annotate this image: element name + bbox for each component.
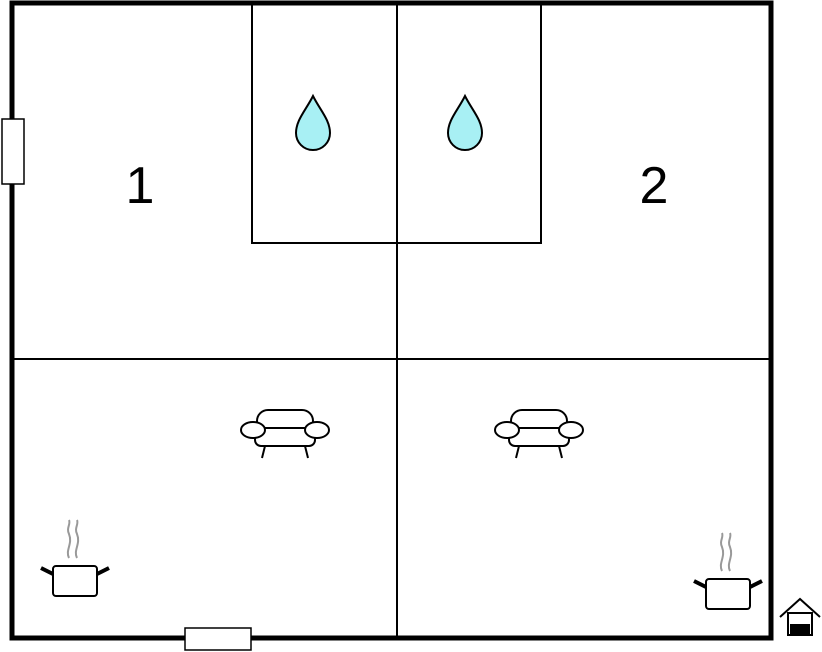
sofa-icon	[494, 409, 584, 459]
house-entrance-icon	[779, 597, 821, 636]
water-drop-icon	[294, 93, 332, 151]
cooking-pot-icon	[693, 532, 763, 610]
room-1-label: 1	[126, 157, 155, 215]
sofa-icon	[240, 409, 330, 459]
outer-wall	[9, 0, 774, 641]
water-drop-icon	[446, 93, 484, 151]
bathroom-block	[251, 2, 542, 244]
room-2-label: 2	[640, 157, 669, 215]
window-left	[1, 118, 25, 185]
cooking-pot-icon	[40, 519, 110, 597]
window-bottom	[184, 627, 252, 651]
